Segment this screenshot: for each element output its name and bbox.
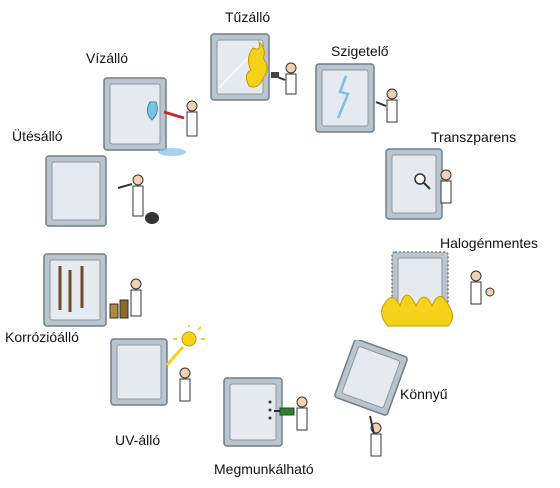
label-lightweight: Könnyű: [400, 386, 448, 402]
insulating-illustration: [315, 63, 398, 133]
impact-resistant-illustration: [45, 155, 159, 227]
flame-icon: [381, 294, 454, 327]
label-impact-resistant: Ütésálló: [12, 128, 63, 144]
waterproof-illustration: [103, 77, 198, 156]
drill-icon: [274, 407, 295, 416]
enclosure-icon: [334, 340, 408, 416]
enclosure-icon: [385, 148, 443, 220]
halogen-free-illustration: [381, 251, 495, 327]
label-uv-resistant: UV-álló: [115, 432, 161, 448]
magnifier-icon: [414, 173, 431, 190]
electric-spark-icon: [336, 75, 350, 119]
enclosure-icon: [43, 253, 107, 327]
sun-icon: [165, 325, 205, 366]
enclosure-icon: [223, 377, 283, 447]
label-machinable: Megmunkálható: [214, 461, 314, 477]
fire-resistant-illustration: [210, 33, 297, 101]
hammer-icon: [117, 183, 159, 224]
enclosure-icon: [110, 338, 168, 406]
label-transparent: Transzparens: [431, 129, 517, 145]
enclosure-icon: [103, 77, 167, 151]
corrosion-resistant-illustration: [43, 253, 142, 327]
label-insulating: Szigetelő: [331, 43, 389, 59]
transparent-illustration: [385, 148, 452, 220]
label-waterproof: Vízálló: [86, 50, 129, 66]
scientist-icon: [375, 88, 398, 123]
fire-icon: [245, 40, 268, 88]
scientist-icon: [470, 270, 495, 305]
scientist-icon: [440, 169, 452, 204]
scientist-icon: [132, 174, 144, 217]
water-splash-icon: [146, 101, 186, 156]
uv-resistant-illustration: [110, 325, 205, 406]
label-corrosion-resistant: Korrózióálló: [5, 329, 79, 345]
scientist-icon: [271, 62, 297, 95]
label-halogen-free: Halogénmentes: [440, 235, 539, 251]
label-fire-resistant: Tűzálló: [225, 9, 271, 25]
machinable-illustration: [223, 377, 308, 447]
scientist-icon: [296, 396, 308, 431]
scientist-icon: [179, 367, 191, 402]
lightweight-illustration: [334, 340, 408, 457]
lifting-person-icon: [369, 415, 382, 457]
scientist-icon: [130, 278, 142, 317]
bottles-icon: [109, 299, 129, 319]
enclosure-icon: [45, 155, 107, 227]
scientist-icon: [186, 100, 198, 137]
